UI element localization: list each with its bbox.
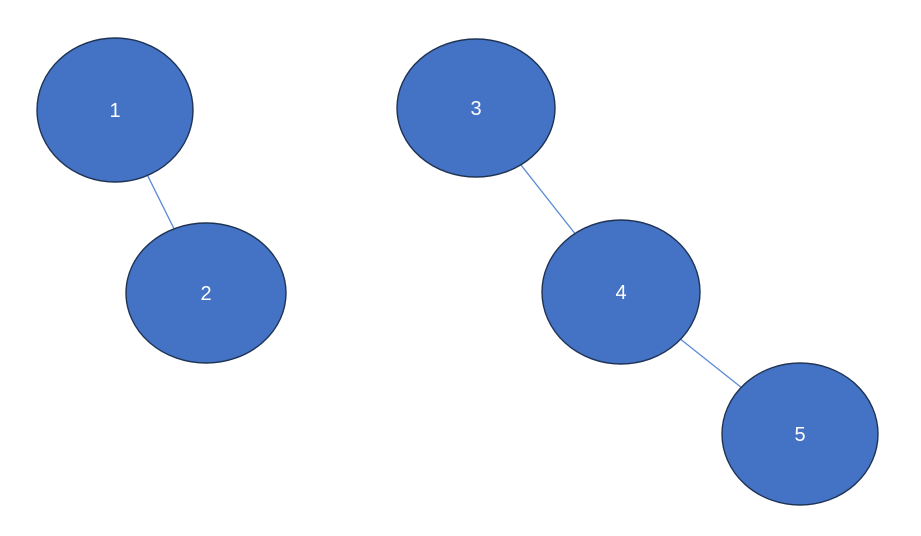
node-ellipse-3[interactable] xyxy=(396,38,556,178)
graph-node-5[interactable]: 5 xyxy=(721,362,879,506)
node-label-2: 2 xyxy=(200,283,211,305)
graph-node-2[interactable]: 2 xyxy=(125,222,287,364)
node-ellipse-4[interactable] xyxy=(541,219,701,365)
node-label-4: 4 xyxy=(615,282,626,304)
node-ellipse-2[interactable] xyxy=(125,222,287,364)
node-ellipse-1[interactable] xyxy=(36,37,194,183)
node-label-1: 1 xyxy=(109,100,120,122)
node-label-3: 3 xyxy=(470,98,481,120)
graph-node-1[interactable]: 1 xyxy=(36,37,194,183)
node-ellipse-5[interactable] xyxy=(721,362,879,506)
node-label-5: 5 xyxy=(794,424,805,446)
graph-node-3[interactable]: 3 xyxy=(396,38,556,178)
graph-node-4[interactable]: 4 xyxy=(541,219,701,365)
